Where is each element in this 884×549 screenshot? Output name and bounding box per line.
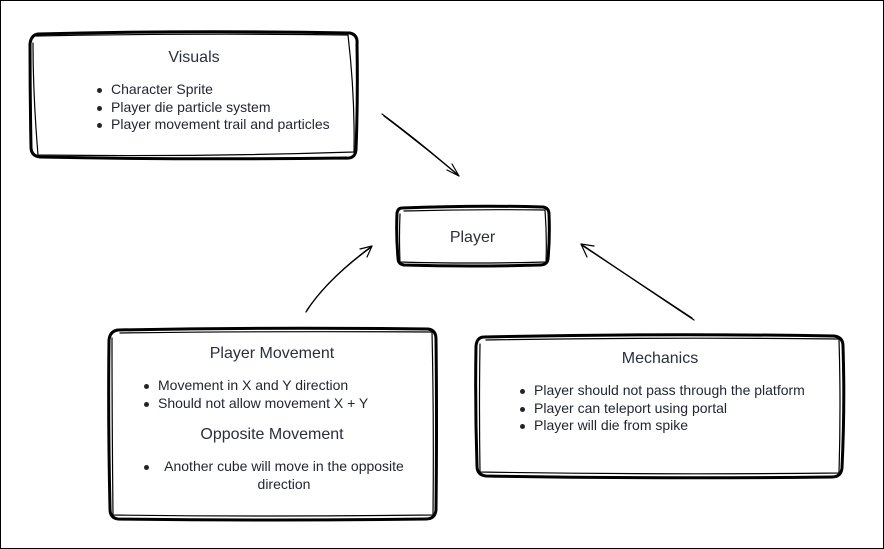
list-item: Player should not pass through the platf… xyxy=(514,382,840,400)
player-box-border xyxy=(395,204,551,268)
visuals-title: Visuals xyxy=(168,49,220,66)
list-item: Movement in X and Y direction xyxy=(138,377,432,395)
mechanics-box-border xyxy=(474,333,846,480)
player-label: Player xyxy=(449,229,496,246)
list-item: Should not allow movement X + Y xyxy=(138,395,432,413)
list-item: Player can teleport using portal xyxy=(514,400,840,418)
arrow-visuals-to-player xyxy=(381,113,460,177)
movement-subtitle: Opposite Movement xyxy=(200,426,344,443)
list-item: Another cube will move in the opposite d… xyxy=(136,458,432,493)
movement-list: Movement in X and Y direction Should not… xyxy=(138,377,432,412)
movement-title: Player Movement xyxy=(209,345,335,362)
arrow-mechanics-to-player xyxy=(580,243,695,321)
list-item: Player will die from spike xyxy=(514,417,840,435)
arrow-movement-to-player xyxy=(305,245,373,313)
mechanics-list: Player should not pass through the platf… xyxy=(514,382,840,435)
visuals-list: Character Sprite Player die particle sys… xyxy=(91,81,354,134)
list-item: Player movement trail and particles xyxy=(91,116,354,134)
mechanics-title: Mechanics xyxy=(621,350,699,367)
list-item: Character Sprite xyxy=(91,81,354,99)
movement-box: Player Movement Movement in X and Y dire… xyxy=(112,345,432,493)
movement-box-border xyxy=(107,326,438,522)
visuals-box-border xyxy=(28,30,359,161)
player-box: Player xyxy=(400,229,545,247)
movement-sub-list: Another cube will move in the opposite d… xyxy=(136,458,432,493)
list-item: Player die particle system xyxy=(91,99,354,117)
mechanics-box: Mechanics Player should not pass through… xyxy=(480,350,840,435)
visuals-box: Visuals Character Sprite Player die part… xyxy=(34,49,354,134)
